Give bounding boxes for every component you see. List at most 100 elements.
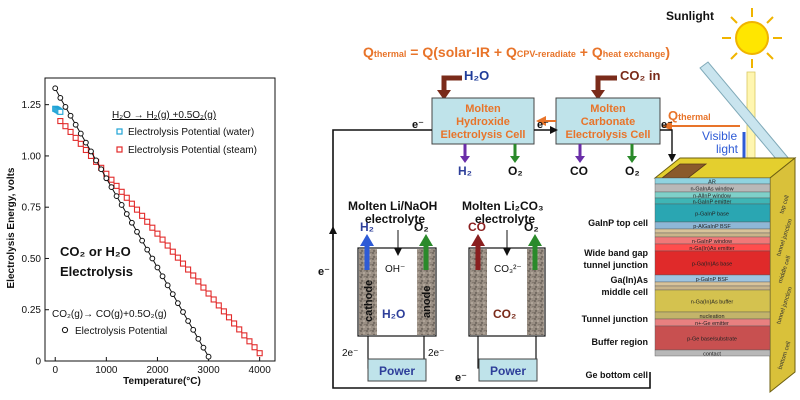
h2o-inlet-arrow [441, 75, 462, 92]
legend-water-marker [116, 128, 123, 135]
qthermal-arrow-label: Qthermal [668, 108, 711, 123]
pv-side-label: top cell [779, 195, 791, 215]
lico3-electrolyte-title-2: electrolyte [475, 212, 535, 226]
data-point [185, 318, 192, 324]
h2o-inlet-label: H₂O [464, 68, 489, 83]
data-point [220, 308, 227, 315]
o2-output-label-b: O₂ [625, 164, 640, 178]
carbonate-cell-label-3: Electrolysis Cell [566, 129, 651, 141]
pv-layer-label: p-Ga(In)As base [692, 262, 732, 268]
data-point [128, 219, 135, 226]
cathode-label: cathode [363, 280, 375, 322]
data-point [82, 146, 89, 154]
data-point [67, 112, 74, 119]
o2-output-arrowhead-a [510, 156, 520, 163]
data-point [205, 290, 212, 297]
co-output-arrowhead [575, 156, 585, 163]
data-point [123, 194, 130, 201]
co2-reaction-label: CO₂(g)→ CO(g)+0.5O₂(g) [52, 309, 167, 320]
pv-layer-label: p-GaInP BSF [696, 277, 729, 283]
data-point [159, 273, 166, 280]
pv-layer-label: p-GaInP base [695, 212, 729, 218]
pv-layer-label: n-GaInP window [692, 239, 732, 245]
hydroxide-cell-label-1: Molten [465, 103, 501, 115]
data-point [62, 104, 69, 110]
right-co-label: CO [468, 220, 486, 234]
data-point [169, 248, 176, 255]
data-point [72, 121, 79, 128]
chart-annotation-line1: CO₂ or H₂O [60, 244, 131, 259]
left-2e-label-a: 2e⁻ [342, 348, 358, 359]
data-point [241, 332, 248, 339]
cathode-electrode [359, 249, 377, 335]
legend-co2-marker [61, 326, 69, 334]
hydroxide-cell-label-3: Electrolysis Cell [441, 129, 526, 141]
data-point [103, 175, 110, 182]
left-power-label: Power [379, 364, 415, 378]
lih-electrolysis-box: cathode anode OH⁻ H₂O [357, 247, 437, 337]
y-tick-label: 0 [35, 357, 41, 368]
data-point [118, 188, 125, 195]
pv-layer [654, 232, 771, 238]
solar-electrolysis-diagram: Sunlight Qthermal = Q(solar-IR + QCPV-re… [318, 8, 797, 394]
pv-layer-label: contact [703, 352, 721, 358]
data-point [164, 242, 171, 249]
visible-light-label-1: Visible [702, 129, 737, 143]
data-point [190, 326, 197, 333]
right-co2-label: CO₂ [493, 307, 516, 321]
data-point [164, 282, 171, 289]
lih-electrolyte-title-1: Molten Li/NaOH [348, 199, 437, 213]
pv-region-label: tunnel junction [584, 260, 649, 270]
x-tick-label: 0 [52, 365, 58, 376]
h2-output-arrowhead [460, 156, 470, 163]
pv-region-label: middle cell [601, 287, 648, 297]
carbonate-cell-label-2: Carbonate [581, 116, 635, 128]
lih-electrolyte-title-2: electrolyte [365, 212, 425, 226]
data-point [57, 118, 64, 125]
h2o-inlet-arrowhead [437, 90, 451, 100]
series-2 [52, 85, 212, 360]
data-point [77, 140, 84, 147]
chart-frame [44, 77, 276, 362]
left-o2-label: O₂ [414, 220, 429, 234]
co2-inlet-label: CO₂ in [620, 68, 661, 83]
data-point [246, 338, 253, 345]
legend-steam-marker [116, 146, 123, 153]
data-point [210, 296, 217, 303]
data-point [88, 148, 94, 155]
left-h2-label: H₂ [360, 220, 374, 234]
x-tick-label: 2000 [146, 365, 169, 376]
data-point [205, 353, 212, 360]
data-point [200, 344, 207, 351]
data-point [190, 272, 197, 279]
data-point [200, 284, 207, 291]
data-point [149, 224, 156, 231]
data-point [128, 200, 135, 207]
left-power-box [367, 358, 427, 382]
co-output-label: CO [570, 164, 588, 178]
right-power-box [478, 358, 538, 382]
right-o2-arrowhead [528, 234, 542, 246]
x-axis-label: Temperature(°C) [123, 376, 201, 387]
pv-layer [654, 228, 771, 234]
legend-water-label: Electrolysis Potential (water) [128, 127, 254, 138]
y-tick-label: 0.75 [22, 203, 42, 214]
pv-layer-label: n-GaInAs window [690, 187, 733, 193]
data-point [133, 206, 141, 213]
data-point [72, 134, 79, 141]
pv-region-label: GaInP top cell [588, 218, 648, 228]
pv-layer-label: nucleation [699, 314, 724, 320]
data-point [154, 264, 161, 271]
data-point [256, 350, 263, 357]
co2-inlet-arrow [595, 75, 617, 92]
pv-layer-label: n-GaInP emitter [693, 200, 732, 206]
water-reaction-label: H₂O → H₂(g) +0.5O₂(g) [112, 110, 216, 121]
carbonate-cell-label-1: Molten [590, 103, 626, 115]
right-power-label: Power [490, 364, 526, 378]
data-point [144, 218, 151, 225]
sunlight-label: Sunlight [666, 9, 714, 23]
data-point [179, 260, 187, 267]
